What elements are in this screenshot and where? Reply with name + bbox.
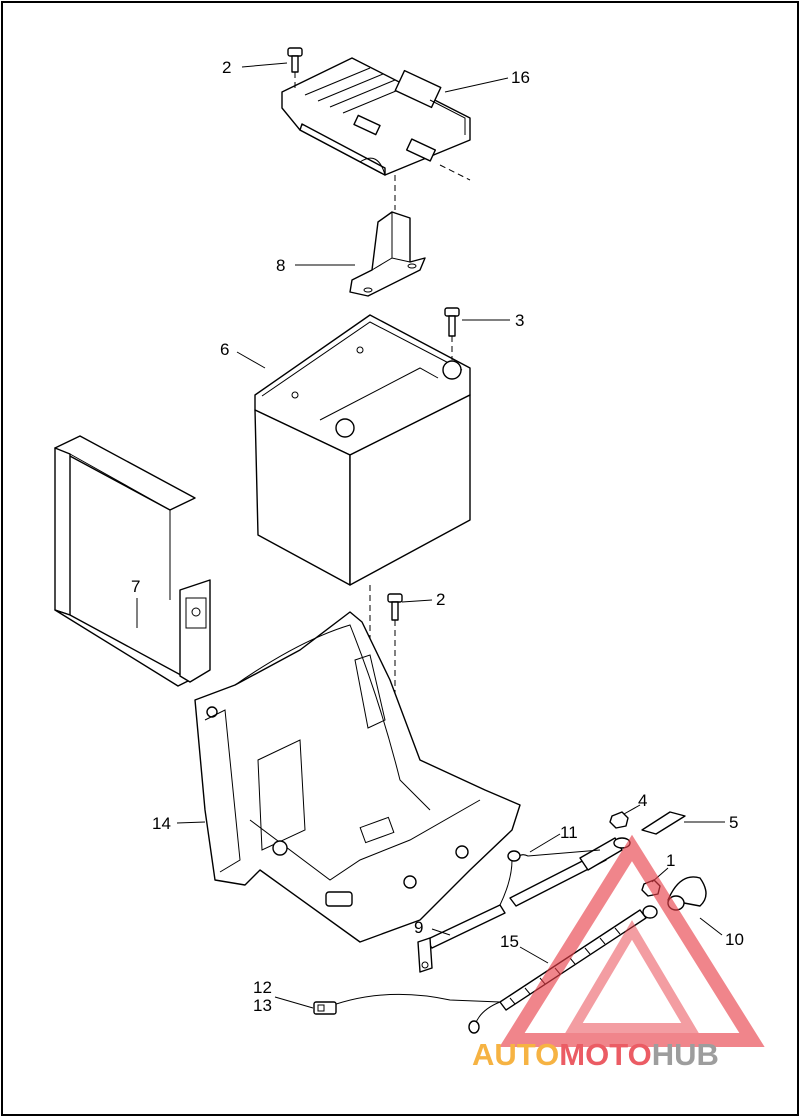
part-2-screw-middle bbox=[387, 593, 403, 700]
part-12-13-connector bbox=[313, 1001, 337, 1015]
part-8-bracket bbox=[349, 211, 426, 297]
watermark-moto: MOTO bbox=[559, 1037, 651, 1072]
watermark-hub: HUB bbox=[652, 1037, 719, 1072]
callout-8: 8 bbox=[276, 256, 285, 275]
watermark-inner-triangle-icon bbox=[565, 920, 699, 1033]
callout-13: 13 bbox=[253, 996, 272, 1015]
callout-14: 14 bbox=[152, 814, 171, 833]
part-7-strap bbox=[54, 435, 211, 687]
svg-text:AUTOMOTOHUB: AUTOMOTOHUB bbox=[472, 1037, 719, 1072]
part-5-plate bbox=[641, 811, 686, 835]
callout-labels: 2 16 8 3 6 7 2 14 4 5 11 1 9 10 15 12 13 bbox=[131, 58, 744, 1015]
callout-1: 1 bbox=[666, 851, 675, 870]
callout-3: 3 bbox=[515, 311, 524, 330]
part-6-battery bbox=[254, 314, 471, 586]
watermark-logo: AUTOMOTOHUB bbox=[472, 834, 765, 1072]
callout-2-middle: 2 bbox=[436, 590, 445, 609]
callout-11: 11 bbox=[560, 823, 578, 842]
callout-12: 12 bbox=[253, 978, 272, 997]
callout-4: 4 bbox=[638, 791, 647, 810]
callout-5: 5 bbox=[729, 813, 738, 832]
callout-9: 9 bbox=[414, 918, 423, 937]
callout-6: 6 bbox=[220, 340, 229, 359]
callout-16: 16 bbox=[511, 68, 530, 87]
callout-10: 10 bbox=[725, 930, 744, 949]
callout-7: 7 bbox=[131, 577, 140, 596]
part-4-nut bbox=[609, 811, 629, 829]
watermark-triangle-icon bbox=[499, 834, 765, 1047]
part-3-screw bbox=[444, 307, 460, 360]
callout-2-top: 2 bbox=[222, 58, 231, 77]
part-14-battery-tray bbox=[194, 611, 521, 943]
callout-15: 15 bbox=[500, 932, 519, 951]
part-16-electrical-tray bbox=[281, 57, 471, 181]
leader-lines bbox=[136, 62, 725, 1009]
watermark-auto: AUTO bbox=[472, 1037, 559, 1072]
part-2-screw-top bbox=[287, 47, 303, 90]
part-9-ground-cable bbox=[417, 859, 513, 973]
part-15-harness bbox=[319, 905, 658, 1034]
